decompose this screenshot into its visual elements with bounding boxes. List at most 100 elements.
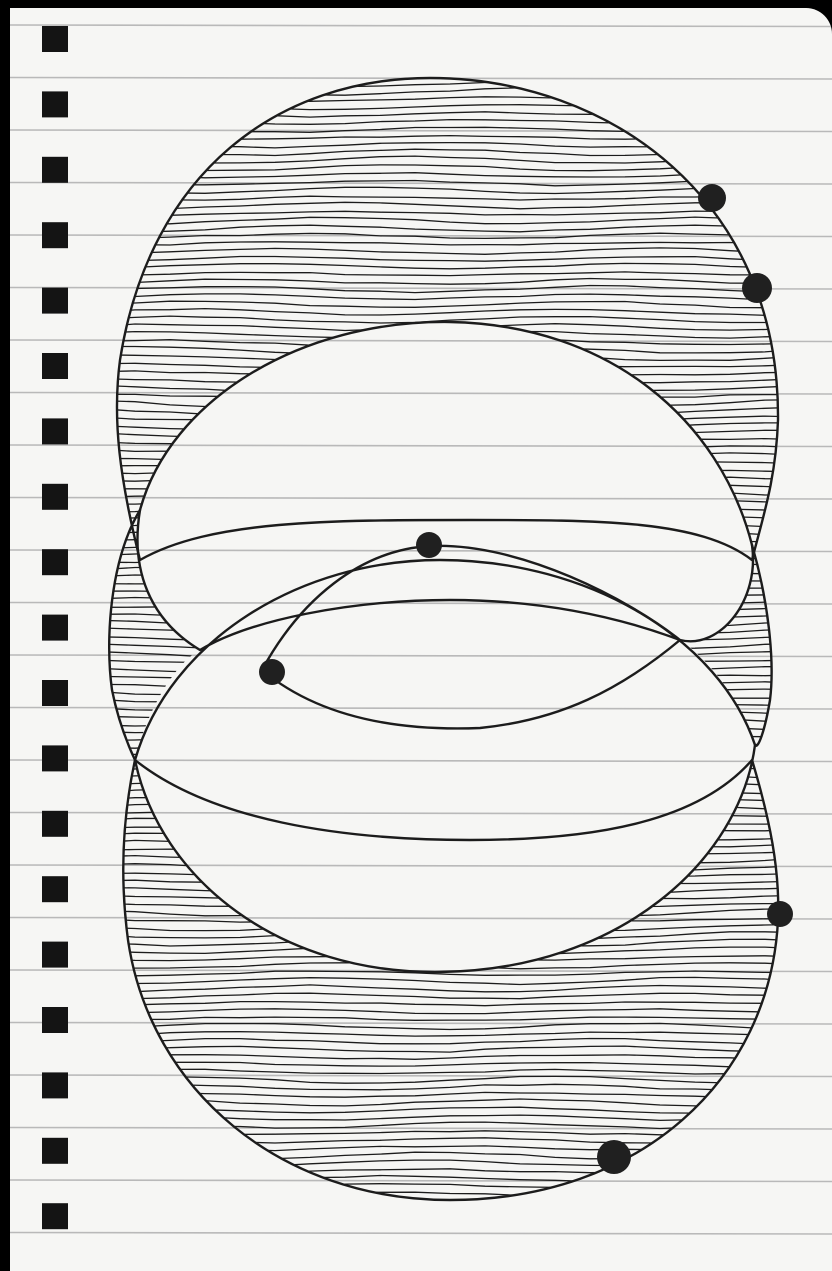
hatch-line [100,561,800,565]
hatch-line [100,423,800,429]
hatch-line [100,803,800,809]
hatch-line [100,492,800,497]
hatch-line [100,97,800,102]
rule-line [10,25,832,27]
hatch-line [100,977,800,984]
hatch-line [100,963,800,969]
hatch-line [100,1131,800,1135]
hatch-line [100,575,800,581]
hatch-line [100,81,800,87]
ink-dot [698,184,726,212]
hatch-line [100,1184,800,1189]
hatch-line [100,263,800,268]
binding-hole [42,942,68,968]
binding-hole [42,1072,68,1098]
binding-hole [42,1203,68,1229]
hatch-line [100,909,800,916]
ink-dot [742,273,772,303]
hatch-line [100,993,800,999]
binding-hole [42,680,68,706]
hatch-line [100,772,800,779]
hatch-line [100,765,800,771]
hatch-line [100,272,800,276]
binding-hole [42,1138,68,1164]
hatch-line [100,849,800,854]
hatch-line [100,301,800,308]
hatch-shading [100,81,800,1196]
hatch-line [100,484,800,490]
hatch-line [100,887,800,893]
hatch-line [100,742,800,749]
hatch-line [100,225,800,232]
hatch-line [100,1084,800,1090]
hatch-line [100,370,800,375]
hatch-line [100,628,800,635]
hatch-line [100,856,800,863]
hatch-line [100,294,800,300]
hatch-line [100,400,800,407]
hatch-line [100,354,800,361]
rule-line [10,1180,832,1182]
rule-line [10,1075,832,1077]
binding-hole [42,288,68,314]
hatch-line [100,385,800,391]
binding-hole [42,353,68,379]
binding-hole [42,157,68,183]
rule-line [10,655,832,657]
hatch-line [100,1138,800,1143]
hatch-line [100,827,800,832]
hatch-line [100,211,800,215]
hatch-line [100,149,800,155]
hatch-line [100,242,800,245]
hatch-line [100,324,800,331]
hatch-line [100,515,800,519]
hatch-line [100,416,800,420]
hatch-line [100,470,800,474]
hatch-line [100,1017,800,1020]
hatch-line [100,461,800,466]
hatch-line [100,142,800,148]
hatch-line [100,614,800,618]
hatch-line [100,499,800,504]
hatch-line [100,104,800,110]
hatch-line [100,453,800,460]
hatch-line [100,1069,800,1074]
hatch-line [100,217,800,224]
hatch-line [100,689,800,695]
hatch-line [100,712,800,718]
rule-line [10,1233,832,1235]
ink-dot [416,532,442,558]
hatch-line [100,120,800,125]
hatch-line [100,136,800,140]
hatch-line [100,607,800,611]
hatch-line [100,202,800,209]
hatch-line [100,1076,800,1083]
hatch-line [100,1039,800,1045]
sketch-canvas [10,8,832,1271]
hatch-line [100,156,800,163]
hatch-line [100,1146,800,1151]
hatch-line [100,552,800,559]
binding-hole [42,876,68,902]
hatch-line [100,439,800,444]
hatch-line [100,956,800,961]
hatch-line [100,1152,800,1159]
binding-hole [42,1007,68,1033]
hatch-line [100,924,800,930]
hatch-line [100,719,800,726]
hatch-line [100,583,800,588]
hatch-line [100,1062,800,1067]
hatch-line [100,363,800,368]
hatch-line [100,675,800,679]
hatch-line [100,88,800,96]
hatch-line [100,1009,800,1014]
hatch-line [100,932,800,939]
hatch-line [100,1192,800,1196]
hatch-line [100,939,800,946]
binding-hole [42,745,68,771]
hatch-line [100,477,800,481]
hatch-line [100,1160,800,1166]
hatch-line [100,903,800,907]
binding-hole [42,222,68,248]
binding-hole [42,811,68,837]
